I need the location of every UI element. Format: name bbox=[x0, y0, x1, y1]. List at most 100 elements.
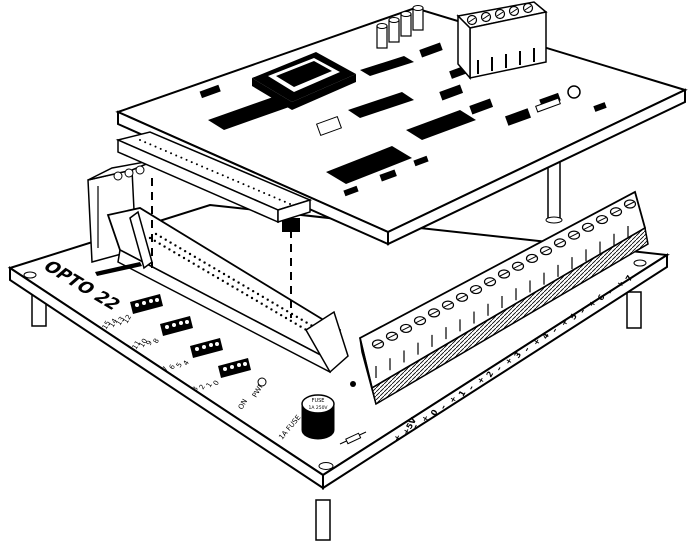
alignment-block bbox=[282, 218, 300, 232]
screw-slot bbox=[373, 341, 383, 347]
standoff-back-right bbox=[626, 291, 642, 329]
socket-pin bbox=[202, 268, 205, 271]
terminal-label: + bbox=[475, 375, 486, 385]
terminal-label: 5 bbox=[568, 312, 579, 322]
terminal-label: 4 bbox=[540, 331, 551, 341]
led-icon bbox=[149, 299, 153, 303]
socket-pin bbox=[183, 249, 187, 253]
screw-terminal-icon bbox=[135, 165, 145, 175]
header-pin bbox=[232, 178, 235, 181]
socket-pin bbox=[276, 304, 279, 307]
screw-slot bbox=[457, 294, 467, 300]
socket-pin bbox=[232, 278, 235, 281]
terminal-label: 3 bbox=[513, 350, 524, 359]
socket-pin bbox=[174, 244, 177, 247]
channel-number-label: 10 bbox=[138, 337, 149, 349]
screw-slot bbox=[499, 271, 509, 277]
led-icon bbox=[230, 365, 234, 369]
header-pin bbox=[201, 165, 204, 168]
socket-pin bbox=[245, 293, 249, 297]
terminal-label: 0 bbox=[429, 408, 440, 418]
screw-slot bbox=[625, 201, 635, 207]
channel-number-label: 8 bbox=[152, 337, 161, 345]
socket-pin bbox=[250, 296, 254, 300]
socket-pin bbox=[299, 325, 302, 328]
socket-pin bbox=[164, 238, 167, 241]
channel-number-label: 5 bbox=[175, 361, 184, 369]
header-pin bbox=[144, 141, 147, 144]
socket-pin bbox=[158, 242, 161, 245]
channel-number-label: 4 bbox=[182, 359, 191, 367]
header-pin bbox=[257, 189, 260, 192]
mount-hole-front bbox=[318, 462, 334, 470]
screw-slot bbox=[496, 11, 504, 17]
socket-pin bbox=[188, 252, 192, 256]
channel-number-label: 13 bbox=[115, 315, 126, 327]
socket-pin bbox=[271, 301, 274, 304]
led-icon bbox=[172, 323, 176, 327]
resistor-pack bbox=[535, 97, 561, 113]
led-icon bbox=[165, 325, 169, 329]
header-pin bbox=[263, 191, 266, 194]
socket-pin bbox=[154, 232, 158, 236]
diode-mark bbox=[350, 381, 356, 387]
socket-pin bbox=[192, 262, 195, 265]
header-pin bbox=[180, 156, 183, 159]
header-pin bbox=[247, 185, 250, 188]
socket-pin bbox=[251, 289, 255, 293]
header-pin bbox=[278, 198, 281, 201]
header-pin bbox=[175, 154, 178, 157]
socket-pin bbox=[182, 256, 186, 260]
fuse-cap-text: FUSE bbox=[312, 398, 325, 404]
socket-pin bbox=[256, 292, 260, 296]
header-pin bbox=[190, 161, 193, 164]
module-terminal-block bbox=[456, 1, 548, 81]
terminal-label: + bbox=[615, 279, 626, 289]
socket-pin bbox=[265, 305, 268, 308]
screw-slot bbox=[443, 302, 453, 308]
base-board-edge-right bbox=[322, 253, 668, 490]
terminal-label: – bbox=[578, 307, 588, 315]
screw-slot bbox=[569, 232, 579, 238]
screw-slot bbox=[510, 8, 518, 14]
socket-pin bbox=[203, 261, 206, 264]
socket-pin bbox=[236, 288, 239, 291]
socket-pin bbox=[193, 255, 197, 259]
socket-pin bbox=[208, 264, 211, 267]
terminal-label: 1 bbox=[457, 389, 468, 399]
led-icon bbox=[195, 347, 199, 351]
header-pin bbox=[221, 174, 224, 177]
header-pin bbox=[139, 139, 141, 141]
fuse: FUSE 1A 250V bbox=[301, 394, 335, 440]
header-pin bbox=[252, 187, 255, 190]
socket-latch-right bbox=[304, 310, 349, 374]
capacitor-icon bbox=[388, 19, 400, 43]
terminal-label: + bbox=[420, 413, 431, 423]
socket-pin bbox=[270, 308, 273, 311]
terminal-label: + bbox=[531, 337, 542, 347]
screw-slot bbox=[555, 240, 565, 246]
socket-pin bbox=[295, 315, 299, 319]
terminal-label: + bbox=[448, 394, 459, 404]
led-icon bbox=[202, 345, 206, 349]
screw-terminal-icon bbox=[124, 168, 134, 178]
led-block-7-4 bbox=[190, 338, 223, 358]
terminal-label: – bbox=[494, 365, 504, 373]
ic-chip-1 bbox=[208, 96, 292, 130]
header-pin bbox=[242, 183, 245, 186]
header-pin bbox=[283, 200, 286, 203]
led-block-3-0 bbox=[218, 358, 251, 378]
header-pin bbox=[149, 143, 152, 146]
socket-pin bbox=[237, 281, 240, 284]
channel-number-label: 2 bbox=[198, 383, 207, 391]
socket-pin bbox=[179, 247, 182, 250]
terminal-label: 2 bbox=[485, 370, 496, 379]
channel-number-label: 7 bbox=[161, 365, 170, 373]
capacitor-icon bbox=[376, 25, 388, 49]
ic-chip-4 bbox=[348, 92, 414, 118]
small-chip bbox=[505, 108, 531, 126]
terminal-label: 7 bbox=[624, 274, 635, 283]
fuse-icon bbox=[301, 394, 335, 414]
capacitor-top bbox=[388, 17, 400, 23]
small-chip bbox=[343, 185, 359, 197]
